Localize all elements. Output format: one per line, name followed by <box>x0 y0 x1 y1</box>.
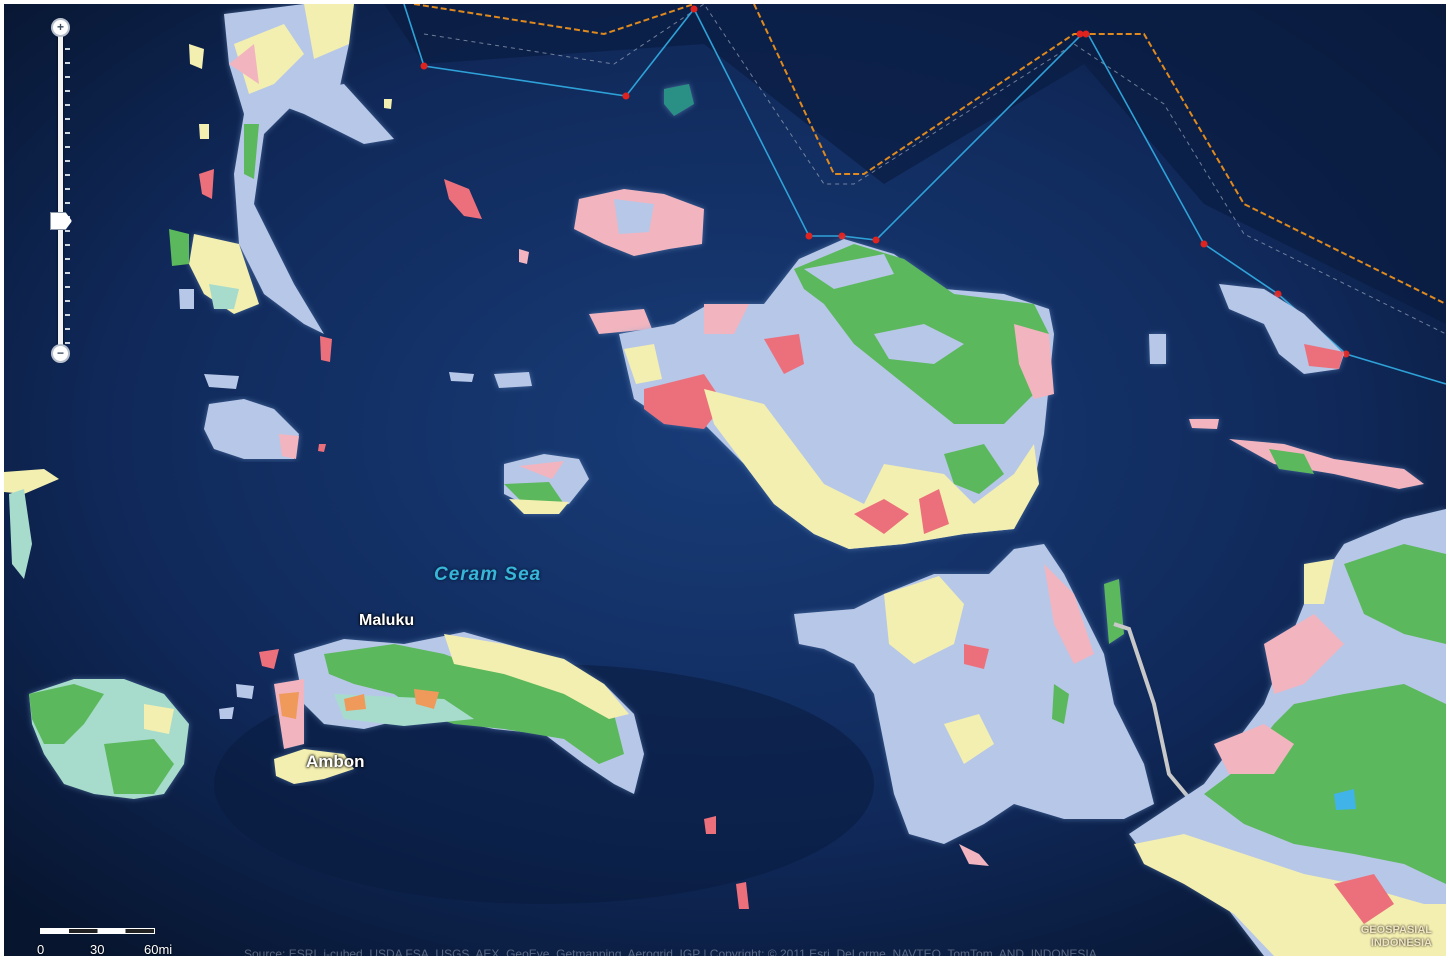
small-island[interactable] <box>704 816 716 834</box>
edge-island[interactable] <box>9 489 32 579</box>
zoom-out-button[interactable]: − <box>51 344 70 363</box>
small-island[interactable] <box>219 707 234 719</box>
boundary-point[interactable] <box>1200 240 1208 248</box>
map-canvas[interactable] <box>4 4 1446 956</box>
scale-tick-0: 0 <box>37 942 45 957</box>
boundary-point[interactable] <box>1342 350 1350 358</box>
small-island[interactable] <box>259 649 279 669</box>
boundary-point[interactable] <box>622 92 630 100</box>
scale-tick-30: 30 <box>90 942 105 957</box>
small-island[interactable] <box>519 249 529 264</box>
new-guinea-mainland[interactable] <box>1129 509 1446 956</box>
bomberai-peninsula[interactable] <box>794 544 1154 844</box>
small-island[interactable] <box>736 882 749 909</box>
small-island[interactable] <box>169 229 189 266</box>
zoom-track[interactable] <box>58 28 63 358</box>
boundary-point[interactable] <box>1076 30 1084 38</box>
small-island[interactable] <box>384 99 392 109</box>
birds-head-peninsula[interactable] <box>619 239 1054 549</box>
sea-label: Ceram Sea <box>434 564 542 585</box>
scale-tick-60: 60mi <box>144 942 173 957</box>
zoom-control: + − <box>48 18 74 364</box>
small-island[interactable] <box>199 169 214 199</box>
map-attribution: Source: ESRI, i-cubed, USDA FSA, USGS, A… <box>244 947 1097 960</box>
grey-boundary <box>423 4 1446 335</box>
watermark-logo: GEOSPASIAL INDONESIA <box>1361 924 1432 950</box>
boundary-point[interactable] <box>805 232 813 240</box>
boundary-point[interactable] <box>1274 290 1282 298</box>
boundary-point[interactable] <box>872 236 880 244</box>
scale-bar-graphic <box>40 928 155 934</box>
biak-islands[interactable] <box>1149 284 1424 489</box>
scale-bar: 0 30 60mi <box>37 924 190 957</box>
orange-boundary-2 <box>753 4 1446 305</box>
buru-island[interactable] <box>29 679 189 799</box>
zoom-slider-thumb[interactable] <box>50 212 72 230</box>
province-label: Maluku <box>359 612 415 629</box>
small-island[interactable] <box>204 374 239 389</box>
boundary-point[interactable] <box>1082 30 1090 38</box>
boundary-point[interactable] <box>690 5 698 13</box>
small-island[interactable] <box>236 684 254 699</box>
halmahera-island[interactable] <box>189 4 394 334</box>
watermark-line-1: GEOSPASIAL <box>1360 924 1432 936</box>
small-island[interactable] <box>320 336 332 362</box>
city-label: Ambon <box>306 752 365 771</box>
zoom-in-button[interactable]: + <box>51 18 70 37</box>
small-island[interactable] <box>449 372 474 382</box>
small-island[interactable] <box>444 179 482 219</box>
watermark-line-2: INDONESIA <box>1370 937 1432 949</box>
small-island[interactable] <box>199 124 209 139</box>
boundary-point[interactable] <box>838 232 846 240</box>
small-island[interactable] <box>189 44 204 69</box>
edge-island[interactable] <box>4 469 59 494</box>
raja-ampat-islands[interactable] <box>494 84 704 514</box>
boundary-point[interactable] <box>420 62 428 70</box>
seram-island[interactable] <box>274 632 644 794</box>
small-island[interactable] <box>959 844 989 866</box>
small-island[interactable] <box>179 289 194 309</box>
zoom-ticks <box>65 48 70 348</box>
deep-sea-area <box>384 4 1446 324</box>
small-island[interactable] <box>318 444 326 452</box>
obi-island[interactable] <box>204 399 299 459</box>
ambon-island[interactable] <box>274 749 354 784</box>
orange-boundary-1 <box>413 4 695 36</box>
